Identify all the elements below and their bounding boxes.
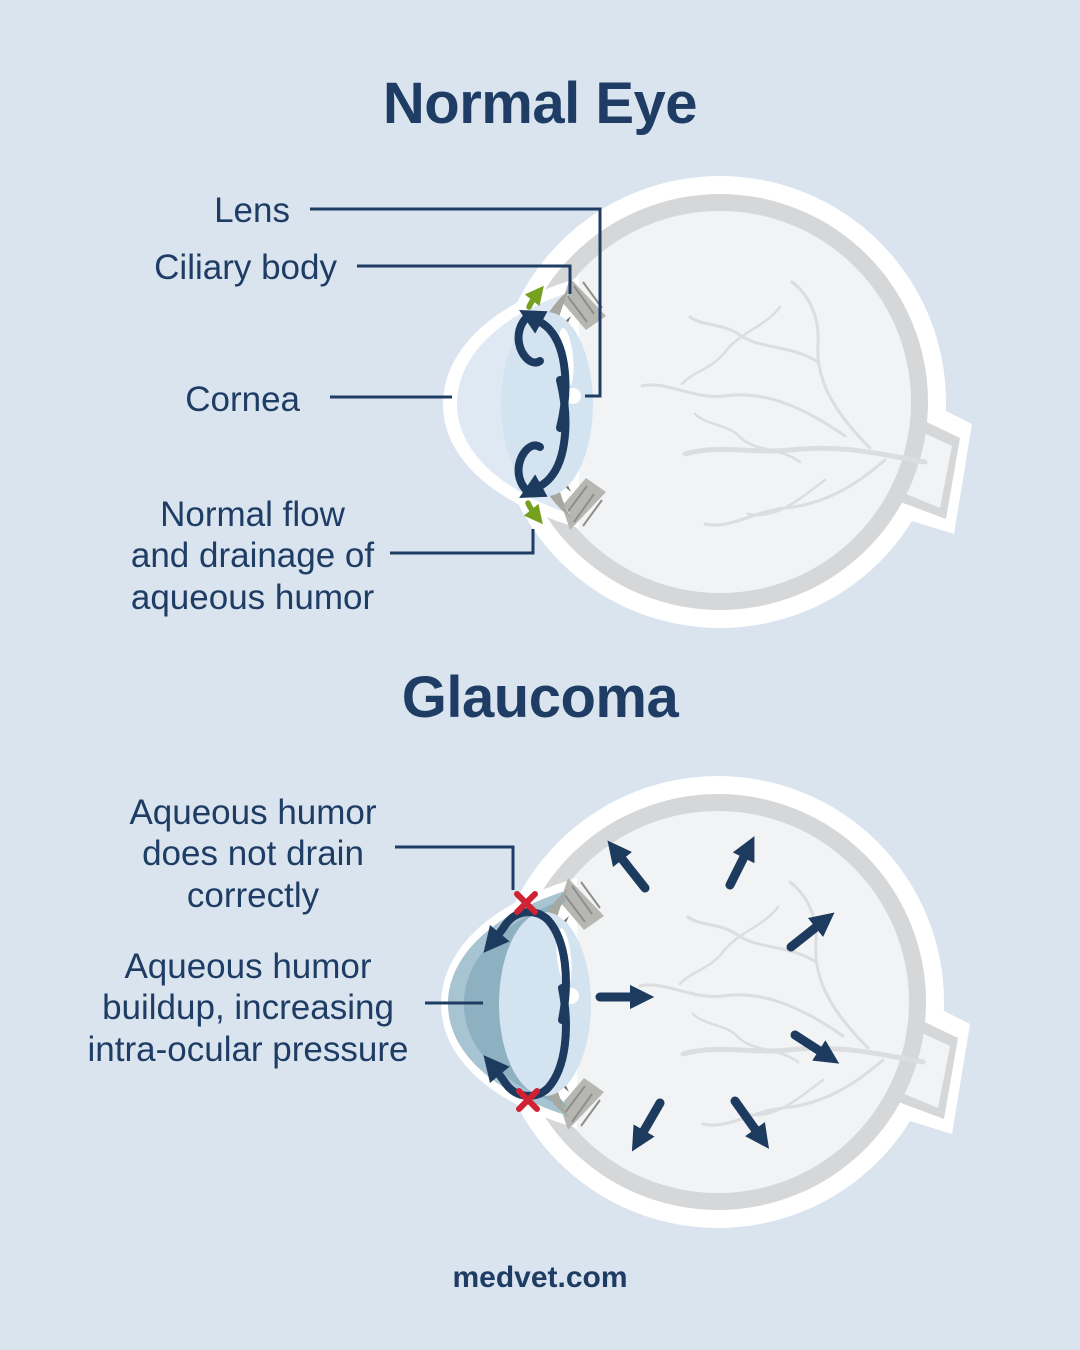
navy-pressure-arrow-icon (725, 836, 755, 890)
navy-pressure-arrow-icon (790, 1030, 840, 1064)
cornea-label: Cornea (185, 380, 300, 419)
glaucoma-eye-illustration (448, 776, 970, 1228)
normal-eye-illustration (452, 176, 972, 628)
lens-label: Lens (214, 191, 290, 230)
navy-pressure-arrow-icon (631, 1098, 665, 1152)
drain-leader-line (395, 845, 515, 890)
normal-flow-leader-line (390, 529, 535, 555)
ciliary-body-label: Ciliary body (154, 248, 337, 287)
does-not-drain-label: Aqueous humor does not drain correctly (129, 793, 377, 915)
navy-pressure-arrow-icon (786, 912, 835, 952)
intraocular-pressure-arrows (595, 836, 840, 1152)
navy-pressure-arrow-icon (730, 1096, 770, 1149)
green-drainage-arrow-icon (524, 285, 544, 310)
red-blocked-x-icon (516, 1088, 540, 1112)
leader-lines (310, 207, 602, 1005)
normal-flow-label: Normal flow and drainage of aqueous humo… (130, 495, 375, 617)
glaucoma-title: Glaucoma (401, 665, 679, 730)
red-blocked-x-icon (514, 891, 538, 915)
aqueous-flow-arrows (514, 310, 570, 498)
drainage-arrows (523, 285, 544, 525)
flow-curl (514, 441, 544, 494)
normal-eye-title: Normal Eye (382, 71, 698, 136)
flow-curl (514, 314, 544, 367)
green-drainage-arrow-icon (523, 500, 543, 525)
navy-flow-arrow-icon (519, 376, 570, 498)
buildup-label: Aqueous humor buildup, increasing intra-… (87, 947, 409, 1069)
navy-pressure-arrow-icon (607, 840, 650, 893)
website-footer: medvet.com (452, 1261, 628, 1294)
lens-leader-line (310, 207, 602, 398)
ciliary-body-leader-line (357, 264, 572, 294)
